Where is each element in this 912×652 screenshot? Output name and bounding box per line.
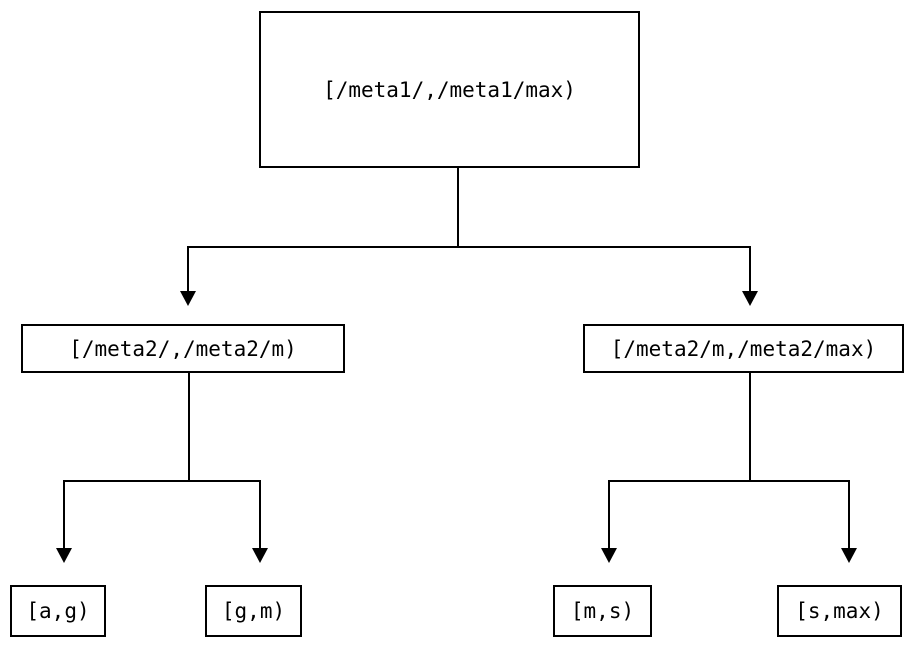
edge-mid-right-to-leaf-3: [608, 480, 610, 549]
node-leaf-4[interactable]: [s,max): [777, 585, 902, 637]
node-root[interactable]: [/meta1/,/meta1/max): [259, 11, 640, 168]
node-mid-right-label: [/meta2/m,/meta2/max): [610, 336, 877, 361]
node-leaf-3[interactable]: [m,s): [553, 585, 652, 637]
edge-root-bus: [188, 246, 751, 248]
edge-mid-right-stem: [749, 373, 751, 481]
node-leaf-4-label: [s,max): [795, 599, 884, 623]
arrowhead-mid-right-to-leaf-3-icon: [601, 548, 617, 563]
edge-mid-left-to-leaf-1: [63, 480, 65, 549]
edge-root-to-mid-left: [187, 246, 189, 293]
node-leaf-2[interactable]: [g,m): [205, 585, 302, 637]
node-mid-right[interactable]: [/meta2/m,/meta2/max): [583, 324, 904, 373]
arrowhead-mid-right-to-leaf-4-icon: [841, 548, 857, 563]
edge-mid-left-stem: [188, 373, 190, 481]
node-leaf-1-label: [a,g): [26, 599, 90, 623]
edge-root-to-mid-right: [749, 246, 751, 293]
node-leaf-2-label: [g,m): [221, 599, 286, 623]
node-mid-left-label: [/meta2/,/meta2/m): [69, 336, 297, 361]
edge-root-stem: [457, 168, 459, 248]
arrowhead-mid-left-to-leaf-1-icon: [56, 548, 72, 563]
node-mid-left[interactable]: [/meta2/,/meta2/m): [21, 324, 345, 373]
arrowhead-root-to-mid-right-icon: [742, 291, 758, 306]
edge-mid-right-bus: [608, 480, 850, 482]
node-leaf-3-label: [m,s): [570, 599, 635, 623]
node-root-label: [/meta1/,/meta1/max): [323, 77, 576, 102]
arrowhead-mid-left-to-leaf-2-icon: [252, 548, 268, 563]
edge-mid-left-bus: [63, 480, 261, 482]
node-leaf-1[interactable]: [a,g): [10, 585, 106, 637]
edge-mid-right-to-leaf-4: [848, 480, 850, 549]
edge-mid-left-to-leaf-2: [259, 480, 261, 549]
arrowhead-root-to-mid-left-icon: [180, 291, 196, 306]
